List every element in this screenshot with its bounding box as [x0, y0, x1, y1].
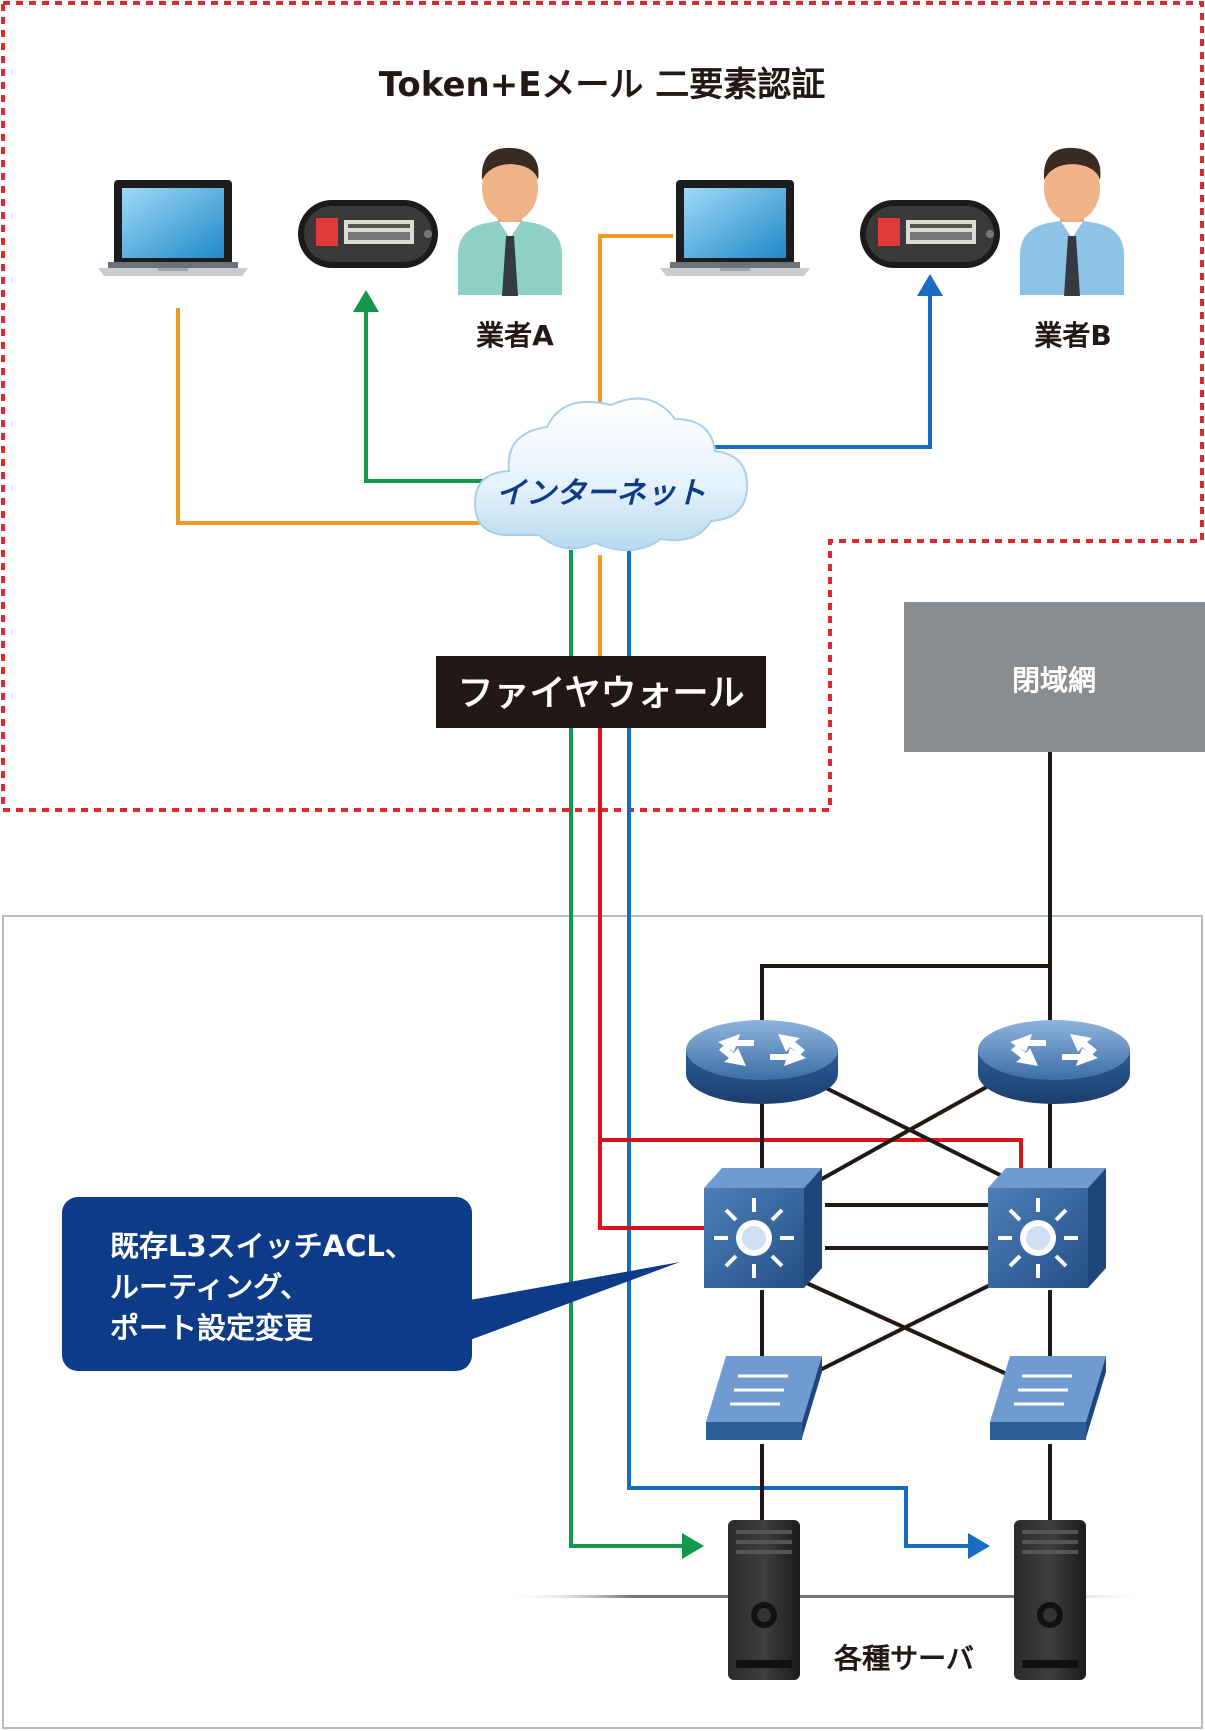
firewall-box: ファイヤウォール	[436, 656, 766, 728]
orange-link-laptop-a	[176, 308, 490, 525]
server-icon-left	[728, 1520, 800, 1680]
token-icon-b	[860, 200, 1000, 268]
callout-line-3: ポート設定変更	[110, 1311, 314, 1345]
callout-line-2: ルーティング、	[110, 1270, 309, 1304]
l3-switch-icon-left	[702, 1166, 824, 1290]
firewall-label: ファイヤウォール	[458, 673, 745, 714]
router-icon-right	[978, 1020, 1130, 1104]
vendor-a-label: 業者A	[476, 319, 554, 352]
green-link-server-a	[569, 550, 690, 1548]
internal-links	[760, 750, 1052, 1525]
l3-switch-icon-right	[986, 1166, 1108, 1290]
orange-link-laptop-b	[598, 234, 673, 418]
blue-link-token-b	[660, 290, 932, 449]
vendor-b-label: 業者B	[1034, 319, 1111, 352]
server-icon-right	[1014, 1520, 1086, 1680]
callout-box: 既存L3スイッチACL、 ルーティング、 ポート設定変更	[62, 1197, 680, 1371]
internal-network-zone	[2, 915, 1203, 1729]
callout-line-1: 既存L3スイッチACL、	[110, 1229, 414, 1263]
laptop-icon-b	[660, 180, 810, 276]
l2-switch-icon-left	[704, 1354, 824, 1442]
two-factor-auth-zone	[1, 1, 1204, 812]
arrow-to-token-b	[917, 274, 943, 296]
internet-cloud: インターネット	[473, 397, 749, 552]
servers-label: 各種サーバ	[833, 1642, 974, 1675]
laptop-icon-a	[98, 180, 248, 276]
arrow-to-server-b	[968, 1533, 990, 1559]
red-link-l3-right	[600, 1138, 1023, 1168]
server-floor-line	[505, 1595, 1145, 1598]
person-icon-a	[458, 147, 562, 296]
red-link-l3-left	[598, 728, 705, 1230]
internet-label: インターネット	[496, 476, 706, 511]
l2-switch-icon-right	[988, 1354, 1108, 1442]
person-icon-b	[1020, 147, 1124, 296]
closed-network-label: 閉域網	[1012, 664, 1096, 697]
green-link-token-a	[364, 300, 493, 483]
arrow-to-server-a	[682, 1533, 704, 1559]
token-icon-a	[298, 200, 438, 268]
blue-link-server-b	[627, 550, 975, 1548]
diagram-title: Token+Eメール 二要素認証	[379, 65, 826, 105]
closed-network-box: 閉域網	[904, 602, 1205, 752]
router-icon-left	[686, 1020, 838, 1104]
arrow-to-token-a	[353, 290, 379, 312]
